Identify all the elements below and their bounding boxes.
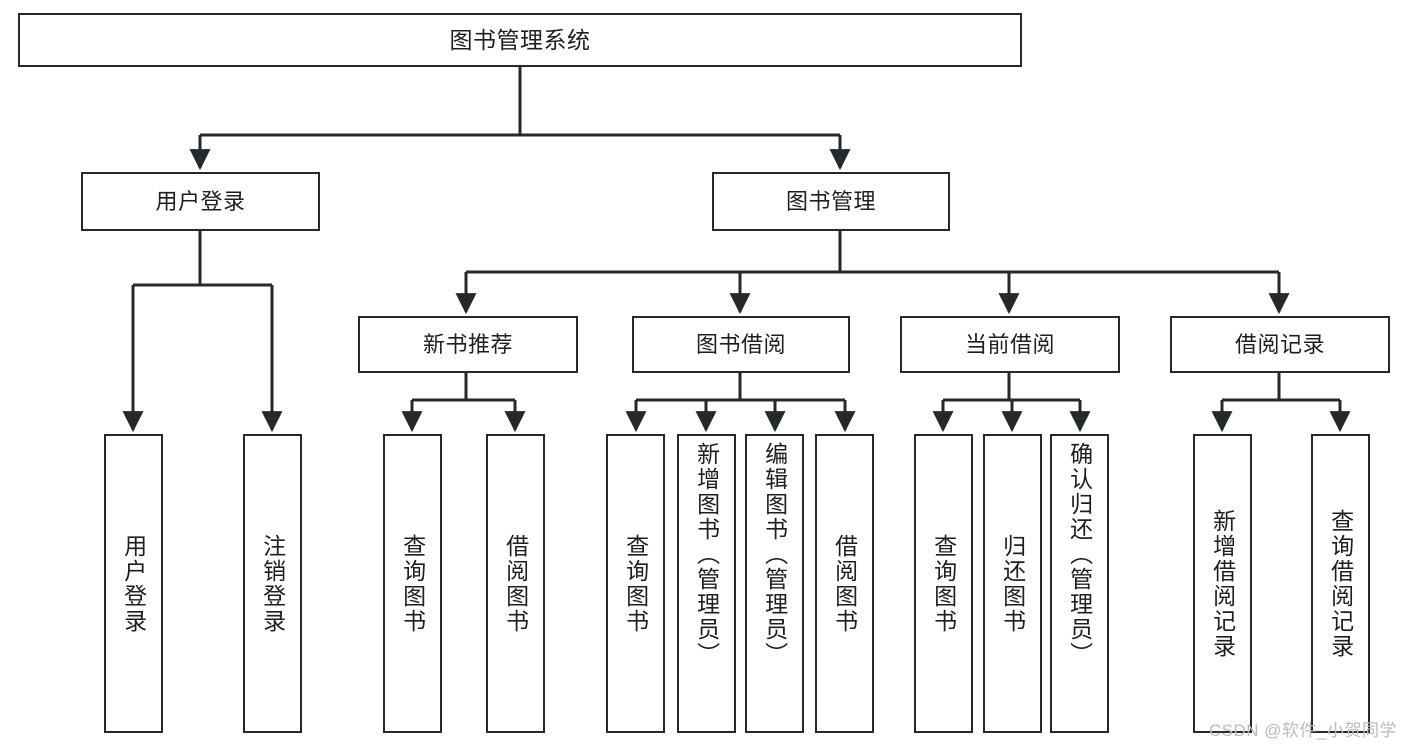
leaf-query-book-3[interactable]: 查询图书 (914, 434, 973, 733)
node-label: 确认归还（管理员） (1066, 442, 1093, 667)
leaf-add-book[interactable]: 新增图书（管理员） (677, 434, 736, 733)
node-label: 注销登录 (259, 533, 286, 634)
node-book-manage[interactable]: 图书管理 (712, 172, 950, 231)
csdn-watermark: CSDN @软件_小贺同学 (1208, 721, 1397, 740)
node-new-book-recommend[interactable]: 新书推荐 (358, 316, 578, 373)
node-label: 借阅记录 (1234, 331, 1325, 357)
node-label: 编辑图书（管理员） (761, 442, 788, 667)
node-label: 图书借阅 (695, 331, 786, 357)
node-label: 查询图书 (930, 533, 957, 634)
node-book-borrow[interactable]: 图书借阅 (632, 316, 850, 373)
node-root-system[interactable]: 图书管理系统 (18, 13, 1022, 67)
leaf-edit-book[interactable]: 编辑图书（管理员） (745, 434, 804, 733)
node-current-borrow[interactable]: 当前借阅 (900, 316, 1120, 373)
leaf-logout[interactable]: 注销登录 (243, 434, 302, 733)
node-borrow-record[interactable]: 借阅记录 (1170, 316, 1390, 373)
node-label: 查询借阅记录 (1327, 508, 1354, 659)
node-label: 查询图书 (622, 533, 649, 634)
node-label: 用户登录 (120, 533, 147, 634)
leaf-query-book-2[interactable]: 查询图书 (606, 434, 665, 733)
node-label: 新增图书（管理员） (693, 442, 720, 667)
leaf-query-record[interactable]: 查询借阅记录 (1311, 434, 1370, 733)
leaf-confirm-return[interactable]: 确认归还（管理员） (1050, 434, 1109, 733)
leaf-borrow-book-2[interactable]: 借阅图书 (815, 434, 874, 733)
node-user-login[interactable]: 用户登录 (81, 172, 320, 231)
node-label: 图书管理系统 (449, 26, 591, 53)
node-label: 新增借阅记录 (1209, 508, 1236, 659)
node-label: 借阅图书 (831, 533, 858, 634)
leaf-user-login[interactable]: 用户登录 (104, 434, 163, 733)
node-label: 借阅图书 (502, 533, 529, 634)
node-label: 新书推荐 (422, 331, 513, 357)
leaf-query-book-1[interactable]: 查询图书 (383, 434, 442, 733)
leaf-return-book[interactable]: 归还图书 (983, 434, 1042, 733)
leaf-borrow-book-1[interactable]: 借阅图书 (486, 434, 545, 733)
node-label: 图书管理 (785, 188, 876, 214)
leaf-add-record[interactable]: 新增借阅记录 (1193, 434, 1252, 733)
node-label: 当前借阅 (964, 331, 1055, 357)
node-label: 归还图书 (999, 533, 1026, 634)
node-label: 查询图书 (399, 533, 426, 634)
node-label: 用户登录 (155, 188, 246, 214)
